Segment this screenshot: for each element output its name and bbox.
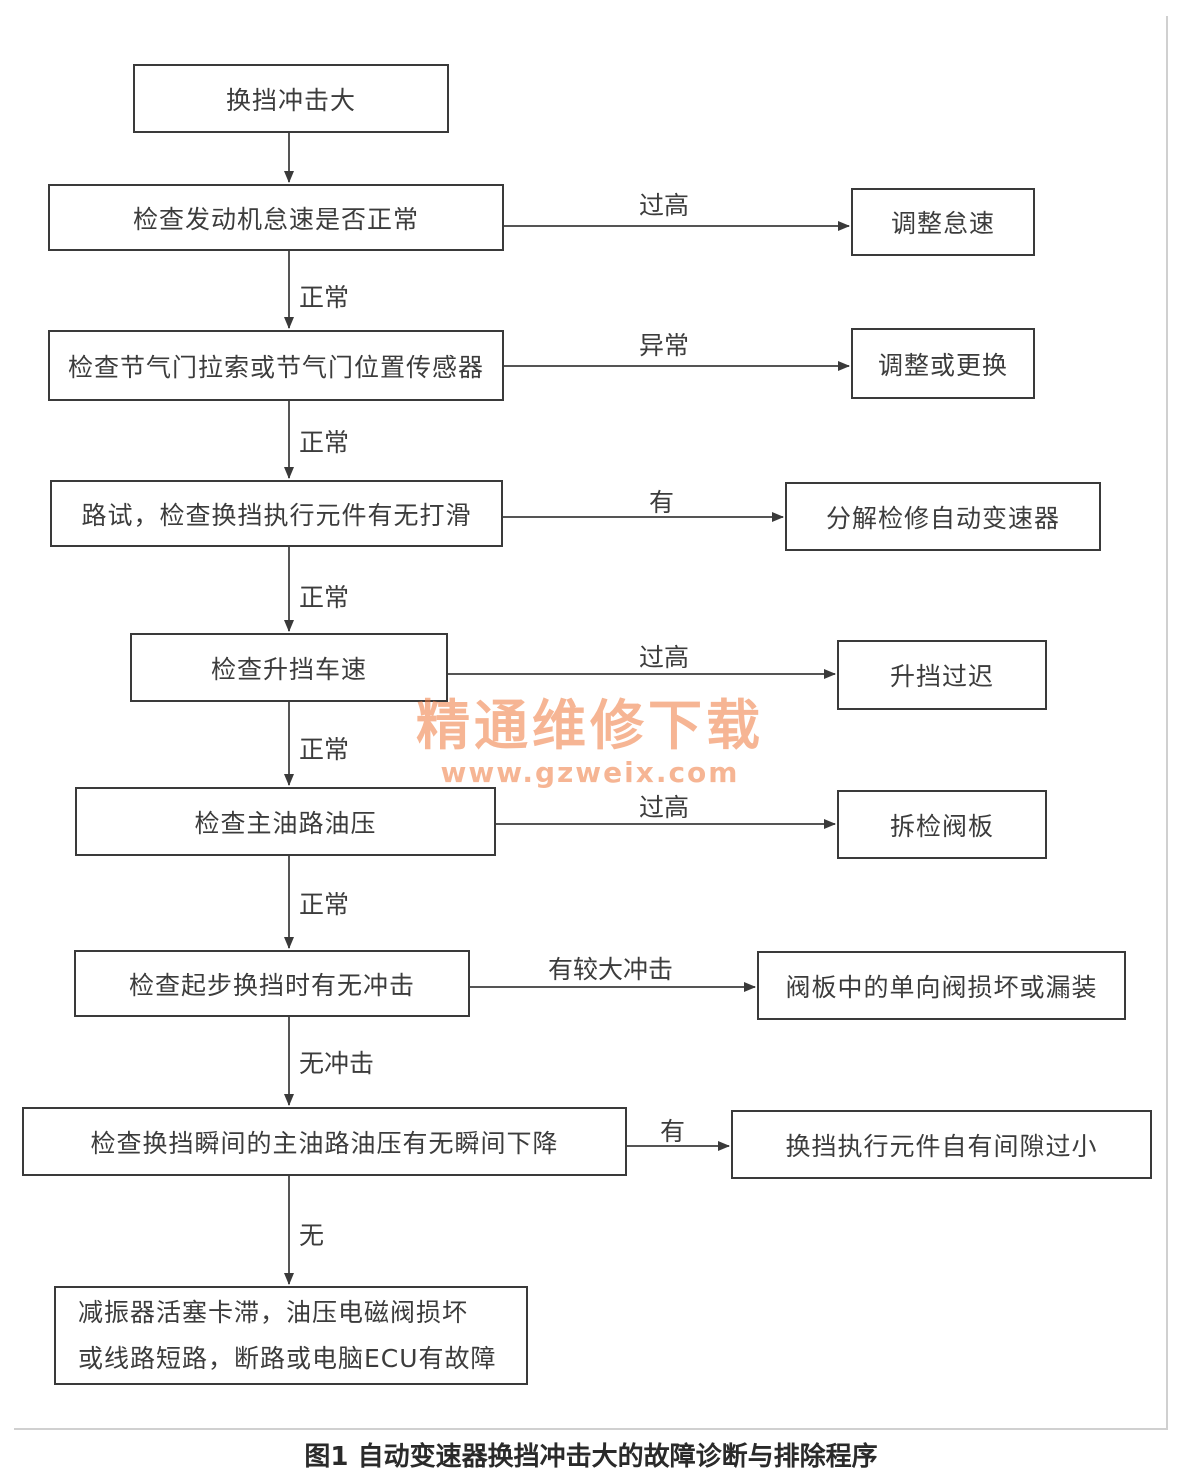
flow-label: 正常 [299,890,350,919]
result-box-overhaul: 分解检修自动变速器 [785,482,1101,551]
step-box-throttle-check: 检查节气门拉索或节气门位置传感器 [48,330,504,401]
flow-label: 正常 [299,583,350,612]
watermark-title: 精通维修下载 [416,694,764,757]
step-text: 检查节气门拉索或节气门位置传感器 [67,352,484,382]
step-box-idle-check: 检查发动机怠速是否正常 [48,184,504,251]
result-box-check-valve: 阀板中的单向阀损坏或漏装 [757,951,1126,1020]
result-text: 调整怠速 [890,209,995,238]
final-result-line: 或线路短路，断路或电脑ECU有故障 [78,1343,497,1373]
result-box-adjust-replace: 调整或更换 [851,328,1035,399]
flow-label: 无 [299,1221,325,1250]
final-result-box: 减振器活塞卡滞，油压电磁阀损坏 或线路短路，断路或电脑ECU有故障 [54,1286,528,1385]
result-text: 拆检阀板 [889,811,994,841]
figure-caption: 图1 自动变速器换挡冲击大的故障诊断与排除程序 [304,1442,878,1472]
step-text: 检查换挡瞬间的主油路油压有无瞬间下降 [90,1128,559,1158]
step-box-shift-shock: 换挡冲击大 [133,64,449,133]
watermark: 精通维修下载 www.gzweix.com [415,695,765,789]
branch-label: 过高 [639,793,690,822]
figure-frame [14,16,1168,1430]
final-result-line: 减振器活塞卡滞，油压电磁阀损坏 [78,1297,469,1327]
result-box-valve-body: 拆检阀板 [837,790,1047,859]
result-text: 分解检修自动变速器 [825,503,1060,533]
step-text: 换挡冲击大 [225,85,356,115]
step-text: 检查升挡车速 [210,654,367,684]
result-text: 调整或更换 [877,350,1008,380]
branch-label: 有 [649,488,675,517]
branch-label: 有较大冲击 [548,955,674,984]
result-box-adjust-idle: 调整怠速 [851,188,1035,256]
step-box-road-test: 路试，检查换挡执行元件有无打滑 [50,480,503,547]
flow-label: 正常 [299,283,350,312]
result-text: 升挡过迟 [889,662,994,691]
branch-label: 有 [660,1117,686,1146]
result-text: 阀板中的单向阀损坏或漏装 [785,972,1098,1002]
step-text: 检查主油路油压 [194,808,377,838]
step-text: 检查起步换挡时有无冲击 [128,970,415,1000]
watermark-url: www.gzweix.com [440,756,740,789]
step-box-launch-shock: 检查起步换挡时有无冲击 [74,950,470,1017]
result-box-clearance: 换挡执行元件自有间隙过小 [731,1110,1152,1179]
result-box-late-upshift: 升挡过迟 [837,640,1047,710]
branch-label: 过高 [639,191,690,220]
step-text: 路试，检查换挡执行元件有无打滑 [81,500,472,530]
step-box-upshift-speed: 检查升挡车速 [130,633,448,702]
step-box-pressure-drop: 检查换挡瞬间的主油路油压有无瞬间下降 [22,1107,627,1176]
flow-label: 正常 [299,735,350,764]
flow-label: 正常 [299,428,350,457]
flow-label: 无冲击 [299,1049,375,1078]
step-text: 检查发动机怠速是否正常 [132,204,419,234]
result-text: 换挡执行元件自有间隙过小 [785,1131,1098,1161]
branch-label: 异常 [639,331,690,360]
step-box-line-pressure: 检查主油路油压 [75,787,496,856]
branch-label: 过高 [639,643,690,672]
